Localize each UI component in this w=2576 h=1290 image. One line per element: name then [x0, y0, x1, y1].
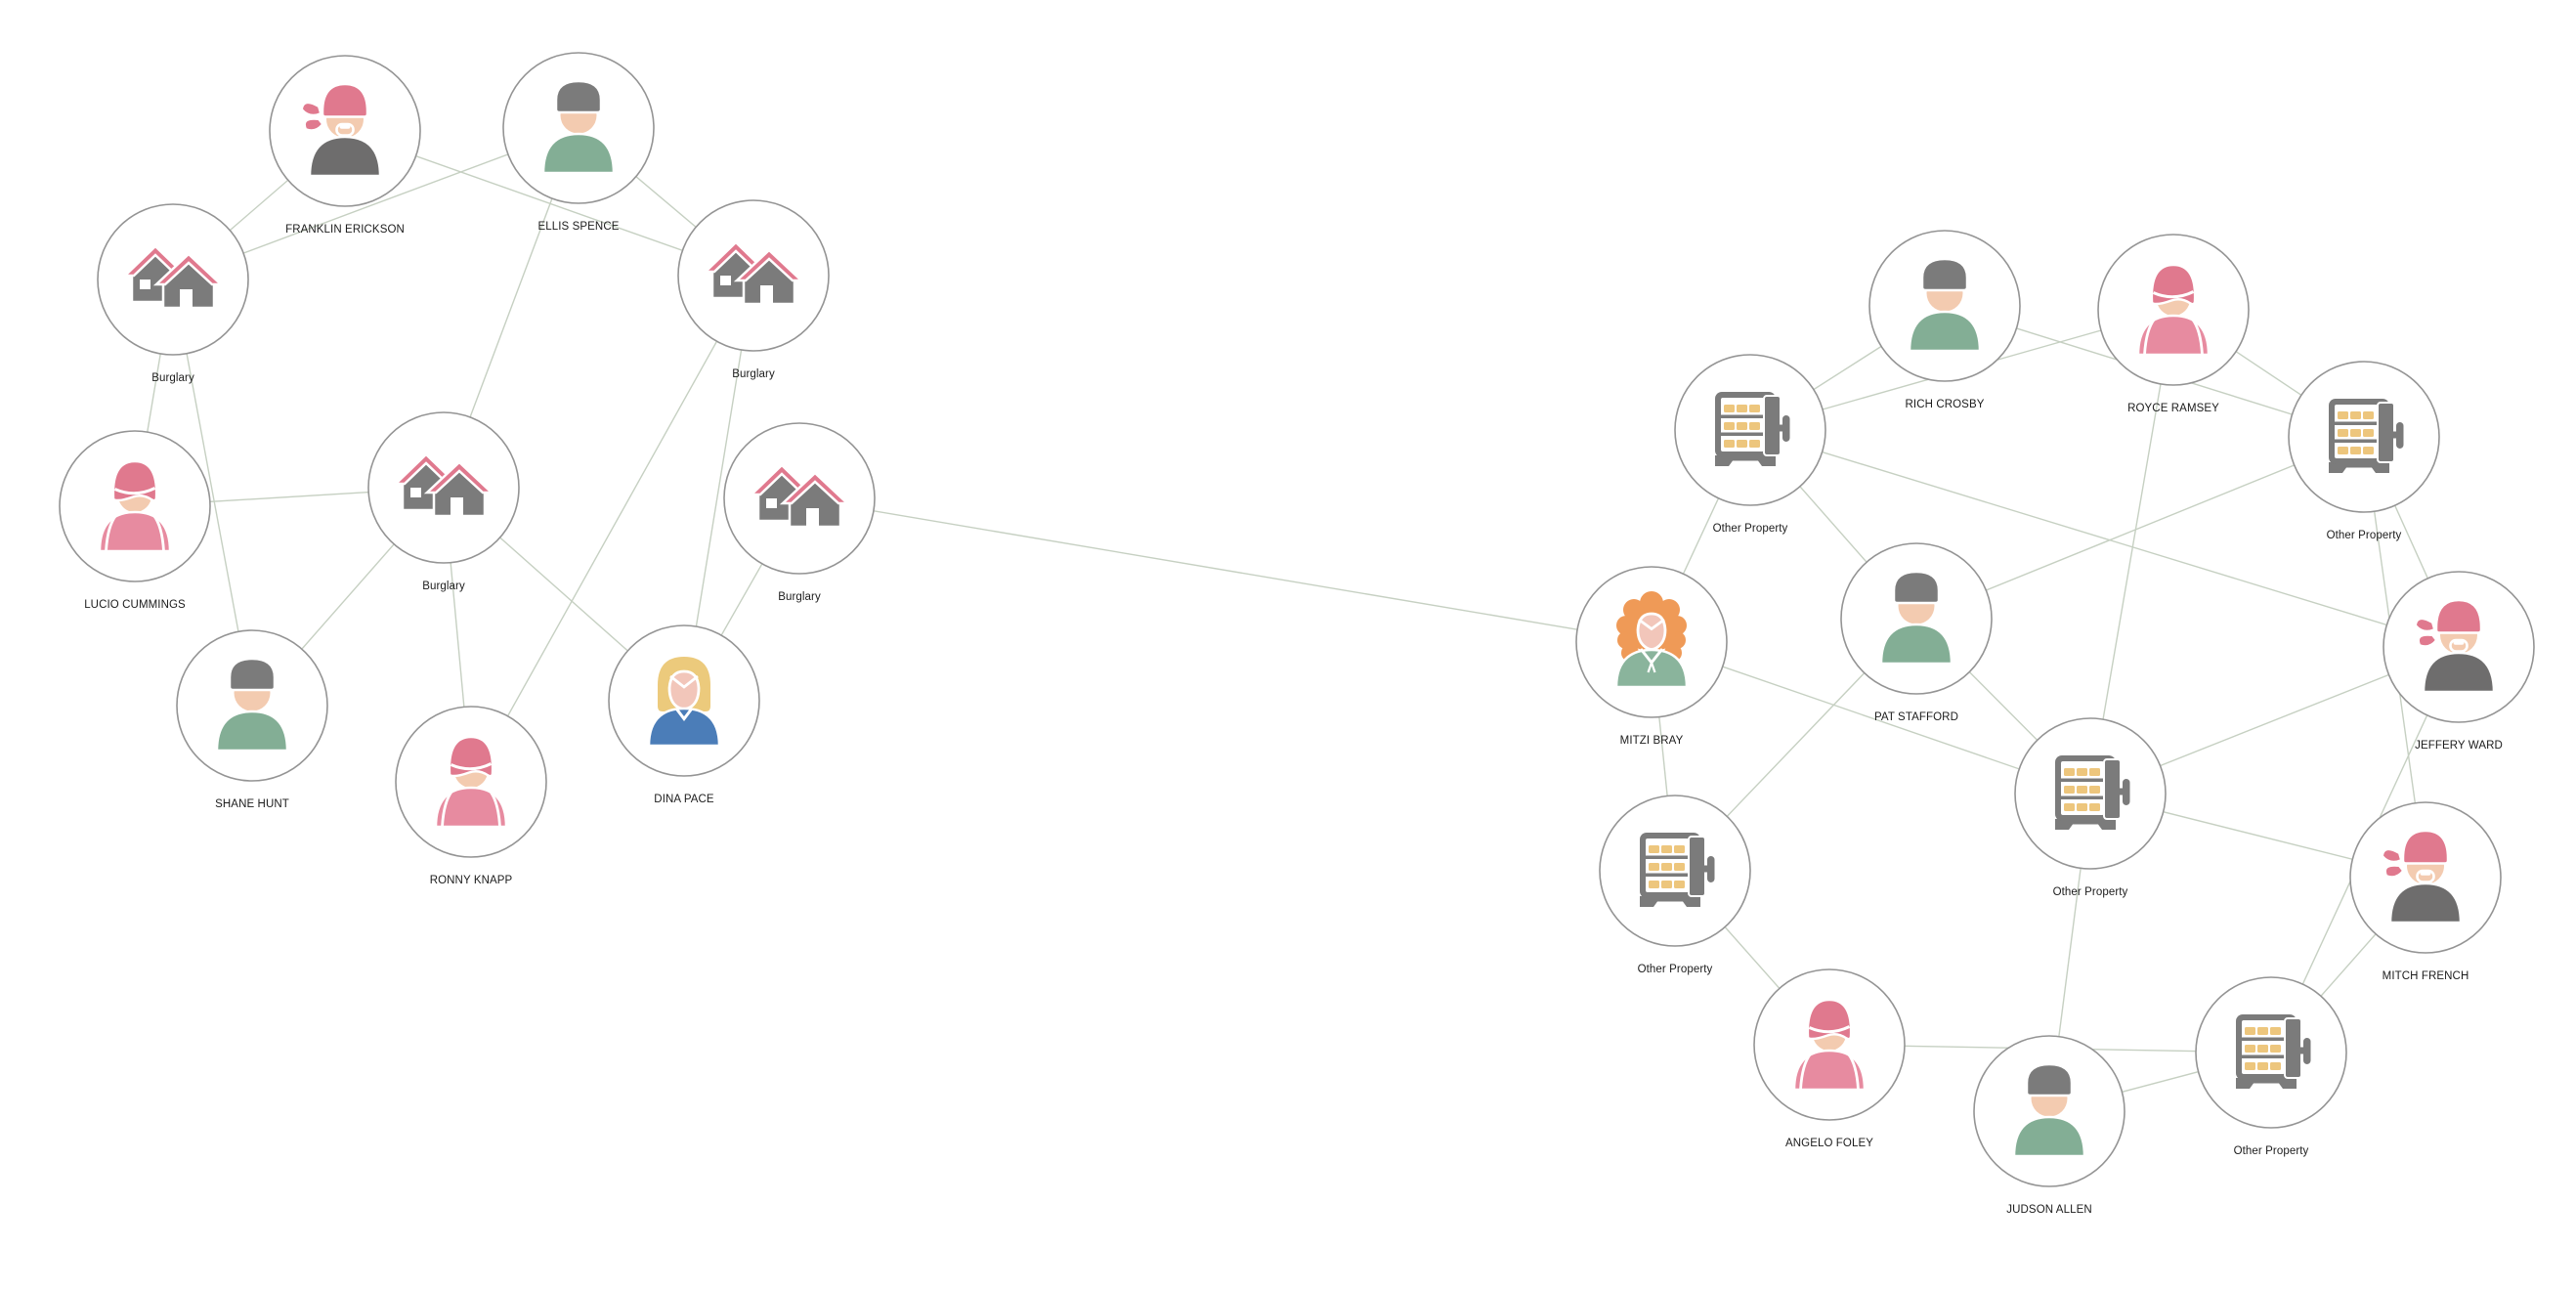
node-dina-pace[interactable]: DINA PACE [608, 624, 760, 805]
node-label: Other Property [1713, 523, 1788, 535]
link-royce-ramsey--other-property-3[interactable] [2089, 309, 2174, 795]
link-ronny-knapp--burglary-2[interactable] [470, 275, 754, 783]
node-burglary-1[interactable]: Burglary [97, 203, 249, 384]
property-safe-icon [1714, 391, 1791, 467]
node-label: RONNY KNAPP [430, 875, 513, 886]
node-rich-crosby[interactable]: RICH CROSBY [1868, 230, 2021, 410]
node-label: MITCH FRENCH [2383, 970, 2469, 982]
node-shane-hunt[interactable]: SHANE HUNT [176, 629, 328, 810]
node-other-property-1[interactable]: Other Property [1674, 354, 1826, 535]
node-label: ANGELO FOLEY [1785, 1138, 1873, 1149]
woman-curly-hair-icon [1614, 589, 1689, 689]
node-angelo-foley[interactable]: ANGELO FOLEY [1753, 968, 1906, 1149]
node-label: PAT STAFFORD [1874, 711, 1958, 723]
node-label: Other Property [2234, 1145, 2309, 1157]
node-burglary-3[interactable]: Burglary [367, 411, 520, 592]
node-jeffery-ward[interactable]: JEFFERY WARD [2383, 571, 2535, 752]
node-judson-allen[interactable]: JUDSON ALLEN [1973, 1035, 2125, 1216]
node-royce-ramsey[interactable]: ROYCE RAMSEY [2097, 234, 2250, 414]
node-label: Other Property [2053, 886, 2128, 898]
node-label: RICH CROSBY [1906, 399, 1985, 410]
node-label: Burglary [778, 591, 821, 603]
node-label: DINA PACE [654, 794, 714, 805]
node-label: ROYCE RAMSEY [2127, 403, 2219, 414]
node-label: Burglary [151, 372, 194, 384]
node-label: Burglary [422, 580, 465, 592]
node-ronny-knapp[interactable]: RONNY KNAPP [395, 706, 547, 886]
node-franklin-erickson[interactable]: FRANKLIN ERICKSON [269, 55, 421, 236]
node-other-property-5[interactable]: Other Property [2195, 976, 2347, 1157]
property-safe-icon [2235, 1013, 2312, 1090]
node-label: ELLIS SPENCE [537, 221, 619, 233]
property-safe-icon [2328, 398, 2405, 474]
node-mitch-french[interactable]: MITCH FRENCH [2349, 801, 2502, 982]
node-label: Other Property [1638, 964, 1713, 975]
link-mitzi-bray--other-property-3[interactable] [1651, 641, 2091, 795]
node-other-property-3[interactable]: Other Property [2014, 717, 2167, 898]
property-safe-icon [2054, 754, 2131, 831]
link-pat-stafford--other-property-2[interactable] [1915, 436, 2365, 620]
property-safe-icon [1639, 832, 1716, 908]
node-label: FRANKLIN ERICKSON [285, 224, 405, 236]
node-mitzi-bray[interactable]: MITZI BRAY [1575, 566, 1728, 747]
link-jeffery-ward--other-property-1[interactable] [1749, 429, 2460, 648]
node-other-property-2[interactable]: Other Property [2288, 361, 2440, 541]
node-label: Other Property [2327, 530, 2402, 541]
node-burglary-2[interactable]: Burglary [677, 199, 830, 380]
node-label: LUCIO CUMMINGS [84, 599, 186, 611]
node-ellis-spence[interactable]: ELLIS SPENCE [502, 52, 655, 233]
node-burglary-4[interactable]: Burglary [723, 422, 876, 603]
node-other-property-4[interactable]: Other Property [1599, 795, 1751, 975]
node-label: JEFFERY WARD [2415, 740, 2503, 752]
node-label: SHANE HUNT [215, 798, 289, 810]
node-label: Burglary [732, 368, 775, 380]
node-lucio-cummings[interactable]: LUCIO CUMMINGS [59, 430, 211, 611]
node-pat-stafford[interactable]: PAT STAFFORD [1840, 542, 1993, 723]
node-label: JUDSON ALLEN [2006, 1204, 2091, 1216]
node-label: MITZI BRAY [1620, 735, 1684, 747]
link-mitzi-bray--burglary-4[interactable] [798, 497, 1653, 643]
